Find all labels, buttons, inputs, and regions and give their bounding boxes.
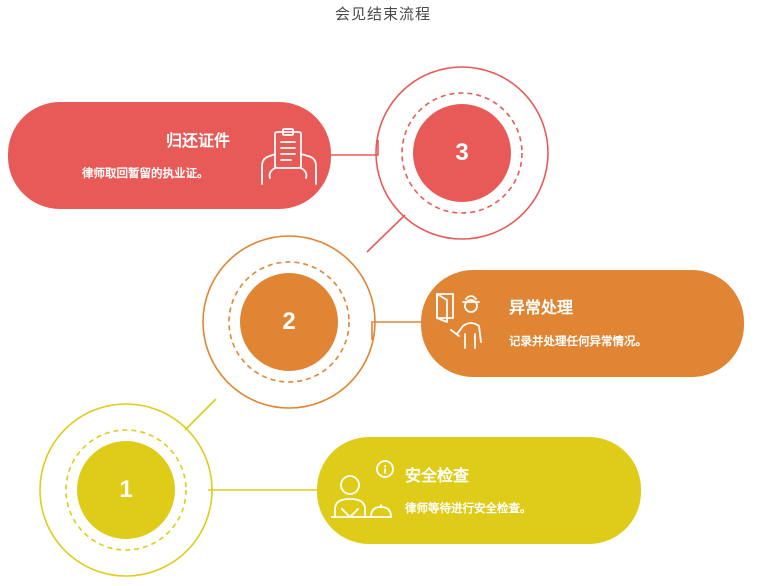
person-at-reception-icon [330,459,411,525]
step-2-card: 异常处理 记录并处理任何异常情况。 [421,270,744,377]
connector-3-2 [366,214,406,253]
step-3-desc: 律师取回暂留的执业证。 [82,166,209,180]
step-2-desc: 记录并处理任何异常情况。 [509,334,647,348]
step-1-title: 安全检查 [405,466,470,485]
step-2-number: 2 [282,308,296,335]
page-title: 会见结束流程 [334,5,431,23]
step-1-card: 安全检查 律师等待进行安全检查。 [317,437,641,544]
step-3-rings [375,66,549,240]
connector-pill-3 [326,140,379,156]
step-2-title: 异常处理 [509,298,574,317]
step-3-title: 归还证件 [166,131,231,150]
step-3-number: 3 [455,139,469,166]
staff-with-door-icon [435,290,499,358]
connector-pill-2 [371,321,427,340]
step-1-number: 1 [119,476,133,503]
connector-2-1 [184,398,217,431]
hands-holding-document-icon [258,126,320,190]
step-1-desc: 律师等待进行安全检查。 [405,501,532,515]
step-3-card: 归还证件 律师取回暂留的执业证。 [8,102,331,209]
